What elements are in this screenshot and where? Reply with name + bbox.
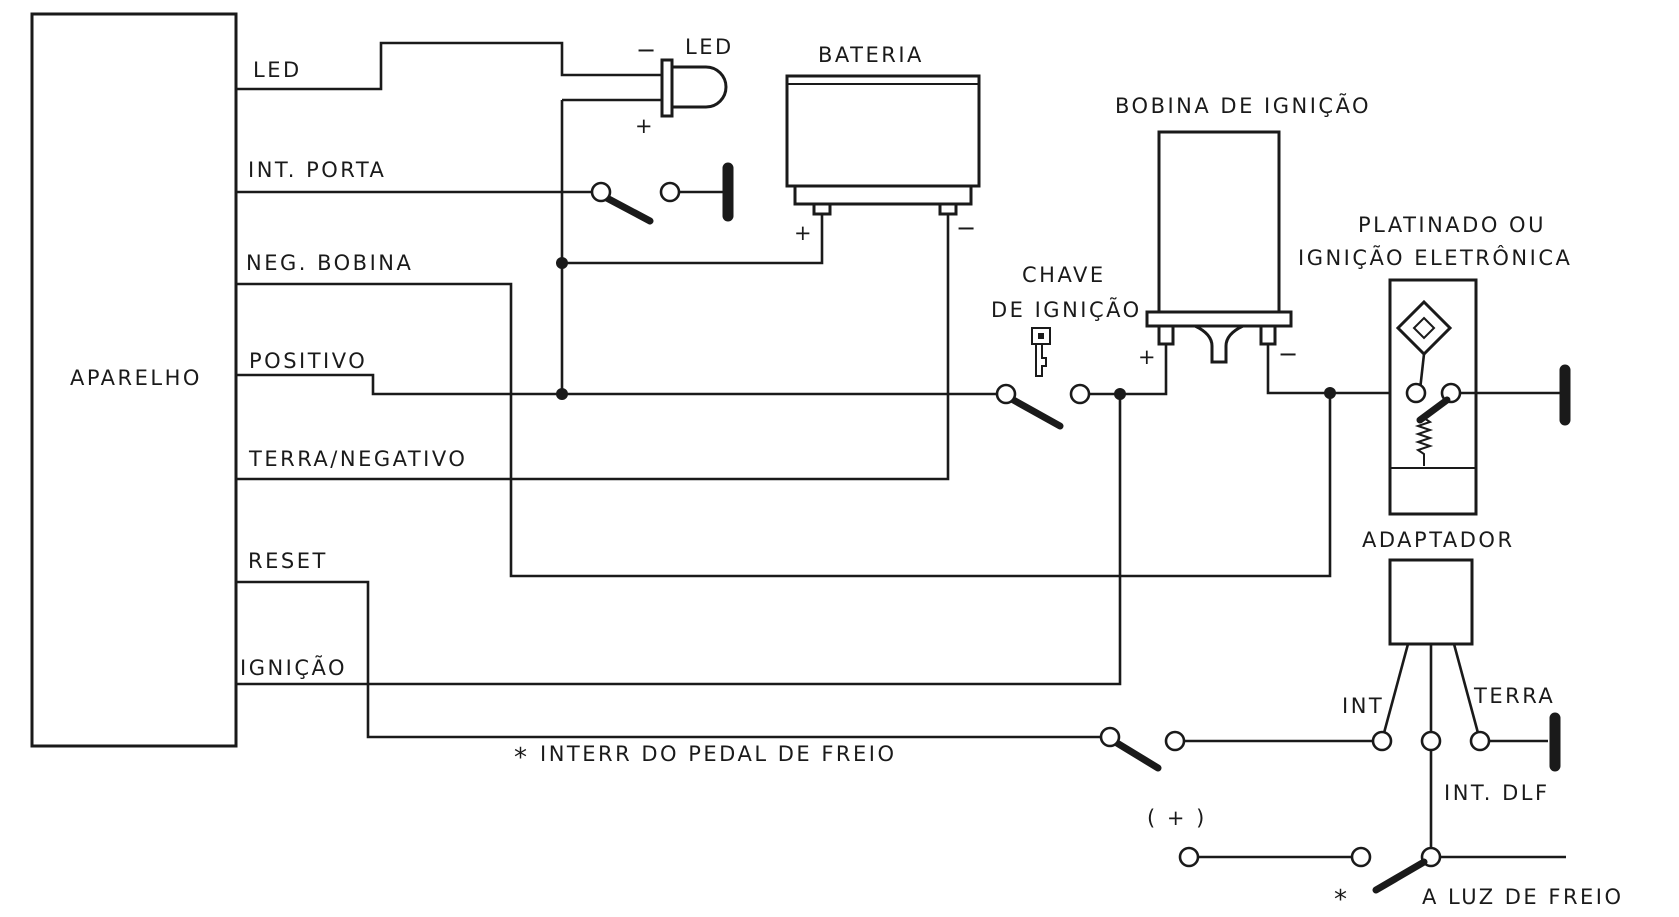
led-plus-label: + xyxy=(635,114,655,138)
battery-base xyxy=(793,184,973,206)
terra-label: TERRA xyxy=(1473,684,1555,708)
chave-label-line1: CHAVE xyxy=(1022,263,1106,287)
cam-icon xyxy=(1395,299,1453,391)
positivo-label: POSITIVO xyxy=(249,349,367,373)
bobina-hv-tower xyxy=(1194,324,1244,364)
aparelho-box xyxy=(30,12,238,748)
chave-switch-lever xyxy=(1004,393,1064,430)
battery-minus-post xyxy=(938,202,958,216)
platinado-label-line2: IGNIÇÃO ELETRÔNICA xyxy=(1298,244,1572,270)
luz-freio-label: A LUZ DE FREIO xyxy=(1422,885,1624,909)
ignicao-label: IGNIÇÃO xyxy=(240,654,347,680)
asterisk-brake: * xyxy=(1334,885,1350,915)
positivo-wire xyxy=(236,373,1000,396)
int-label: INT xyxy=(1342,694,1384,718)
brake-switch-lever xyxy=(1372,858,1428,894)
porta-switch-lever xyxy=(599,192,654,225)
key-icon xyxy=(1031,327,1051,377)
asterisk-pedal: * xyxy=(514,743,530,773)
ignicao-wire xyxy=(236,394,1122,686)
bus-to-battery-plus xyxy=(562,212,824,265)
adaptador-terra-terminal xyxy=(1469,730,1491,752)
reset-wire xyxy=(236,580,1104,739)
bobina-minus-post xyxy=(1259,324,1277,346)
plus-paren-label: ( + ) xyxy=(1147,806,1207,830)
reset-label: RESET xyxy=(248,549,328,573)
adaptador-leg-terra xyxy=(1452,643,1480,734)
battery-plus-label: + xyxy=(794,221,814,245)
int-porta-label: INT. PORTA xyxy=(248,158,386,182)
porta-switch-contact xyxy=(659,181,681,203)
int-dlf-label: INT. DLF xyxy=(1444,781,1550,805)
adaptador-label: ADAPTADOR xyxy=(1362,528,1515,552)
platinado-arm xyxy=(1416,396,1451,424)
bobina-minus-label: − xyxy=(1278,340,1301,368)
junction-dot xyxy=(556,388,568,400)
junction-dot xyxy=(556,257,568,269)
brake-plus-terminal xyxy=(1178,846,1200,868)
aparelho-label: APARELHO xyxy=(70,366,202,390)
platinado-label-line1: PLATINADO OU xyxy=(1358,213,1546,237)
bobina-body xyxy=(1157,130,1281,314)
interr-pedal-label: INTERR DO PEDAL DE FREIO xyxy=(540,742,896,766)
battery-body xyxy=(785,74,981,188)
chave-label-line2: DE IGNIÇÃO xyxy=(991,296,1142,322)
platinado-spring xyxy=(1414,417,1434,466)
chave-switch-contact xyxy=(1069,383,1091,405)
adaptador-box xyxy=(1388,558,1474,646)
led-dome xyxy=(670,65,728,109)
adaptador-dlf-terminal xyxy=(1420,730,1442,752)
neg-bobina-label: NEG. BOBINA xyxy=(246,251,413,275)
bobina-base xyxy=(1145,310,1293,328)
platinado-contact-left xyxy=(1405,382,1427,404)
adaptador-int-terminal xyxy=(1371,730,1393,752)
bateria-label: BATERIA xyxy=(818,43,924,67)
neg-bobina-wire xyxy=(236,282,1332,578)
pedal-switch-lever xyxy=(1108,736,1162,772)
pedal-switch-pivot xyxy=(1099,726,1121,748)
battery-plus-post xyxy=(812,202,832,216)
terra-negativo-label: TERRA/NEGATIVO xyxy=(248,447,467,471)
led-wire-label: LED xyxy=(253,58,302,82)
bobina-plus-post xyxy=(1157,324,1175,346)
led-component-label: LED xyxy=(685,35,734,59)
bobina-plus-label: + xyxy=(1138,345,1158,369)
led-wire xyxy=(236,41,662,91)
chave-switch-pivot xyxy=(995,383,1017,405)
led-minus-label: − xyxy=(636,36,659,64)
pedal-switch-contact xyxy=(1164,730,1186,752)
adaptador-leg-int xyxy=(1382,643,1410,734)
battery-minus-label: − xyxy=(956,214,979,242)
bobina-minus-wire xyxy=(1266,344,1410,395)
brake-switch-contact xyxy=(1350,846,1372,868)
terra-negativo-wire xyxy=(236,212,950,481)
junction-dot xyxy=(1324,387,1336,399)
bobina-label: BOBINA DE IGNIÇÃO xyxy=(1115,92,1371,118)
porta-switch-pivot xyxy=(590,181,612,203)
